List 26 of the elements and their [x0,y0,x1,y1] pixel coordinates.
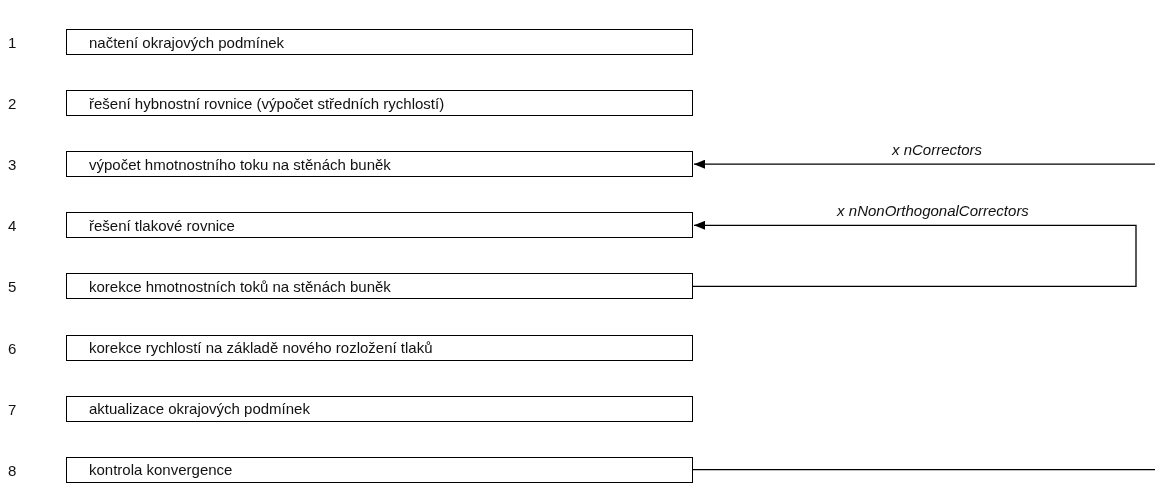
arrow [692,220,1137,288]
step-text: korekce hmotnostních toků na stěnách buněk [89,277,391,295]
step-number: 4 [8,216,18,234]
step-number: 8 [8,461,18,479]
process-box [66,151,693,178]
step-text: aktualizace okrajových podmínek [89,400,310,418]
process-box [66,395,693,422]
arrow [693,159,1155,169]
step-number: 7 [8,400,18,418]
step-text: řešení hybnostní rovnice (výpočet středních rychlostí) [89,94,445,112]
process-box [66,90,693,117]
step-number: 3 [8,155,18,173]
step-number: 6 [8,339,18,356]
step-number: 2 [8,94,18,112]
process-box [66,273,693,300]
step-text: kontrola konvergence [89,461,233,479]
step-number: 5 [8,277,18,295]
step-text: korekce rychlostí na základě nového rozložení tlaků [89,339,433,356]
process-box [66,29,693,55]
process-box [66,456,693,483]
step-text: výpočet hmotnostního toku na stěnách buněk [89,155,391,173]
step-number: 1 [8,33,18,51]
process-box [66,212,693,239]
process-box [66,334,693,361]
step-text: načtení okrajových podmínek [89,33,285,51]
step-text: řešení tlakové rovnice [89,216,235,234]
